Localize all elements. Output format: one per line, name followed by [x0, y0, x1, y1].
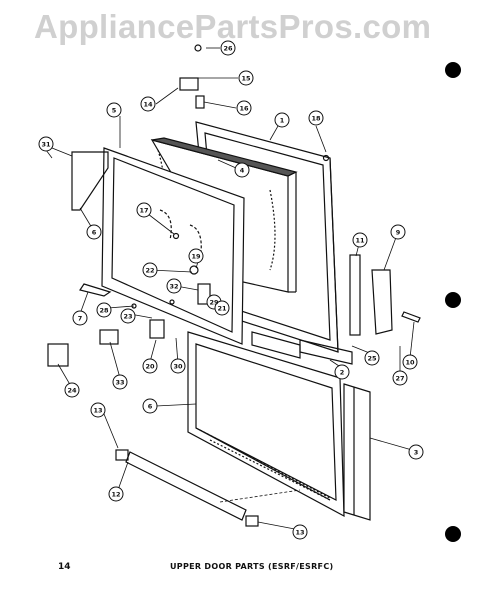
- callout-2-upper: 2: [340, 369, 345, 377]
- binder-hole-bottom: [445, 526, 461, 542]
- callout-33: 33: [115, 379, 124, 387]
- callout-31: 31: [41, 141, 51, 149]
- inner-door-frame-part-5: [101, 147, 245, 345]
- callout-19: 19: [191, 253, 201, 261]
- callout-4: 4: [240, 167, 245, 175]
- callout-10: 10: [405, 359, 415, 367]
- diagram-title: UPPER DOOR PARTS (ESRF/ESRFC): [170, 562, 334, 571]
- handle-part-9: [371, 269, 393, 335]
- callout-6-top: 6: [92, 229, 97, 237]
- small-strip-part-7: [79, 283, 112, 297]
- bottom-strip-part-12: [125, 451, 247, 521]
- watermark-text: AppliancePartsPros.com: [34, 8, 432, 45]
- callout-13-bottom: 13: [295, 529, 304, 537]
- callout-29: 29: [209, 299, 219, 307]
- small-strip-part-10: [401, 311, 421, 323]
- callout-21: 21: [217, 305, 227, 313]
- callout-3: 3: [414, 449, 419, 457]
- page-number: 14: [58, 562, 71, 572]
- door-liner-part-8: [187, 331, 345, 518]
- callout-13-top: 13: [93, 407, 102, 415]
- callout-7: 7: [78, 315, 83, 323]
- side-panel-part-3: [343, 383, 371, 521]
- callout-22: 22: [145, 267, 154, 275]
- binder-hole-middle: [445, 292, 461, 308]
- callout-20: 20: [145, 363, 155, 371]
- gasket-left-part-6: [71, 151, 109, 211]
- callout-26: 26: [223, 45, 233, 53]
- callout-28: 28: [99, 307, 109, 315]
- binder-hole-top: [445, 62, 461, 78]
- callout-6-bottom: 6: [148, 403, 153, 411]
- trim-strip-part-2-upper: [299, 339, 353, 365]
- callout-23: 23: [123, 313, 132, 321]
- callout-5: 5: [112, 107, 117, 115]
- callout-32: 32: [169, 283, 178, 291]
- callout-9: 9: [396, 229, 401, 237]
- callout-18: 18: [311, 115, 321, 123]
- strip-part-25: [251, 331, 301, 359]
- callout-11: 11: [355, 237, 365, 245]
- callout-16: 16: [239, 105, 249, 113]
- callout-17: 17: [139, 207, 148, 215]
- callout-25: 25: [367, 355, 377, 363]
- callout-24: 24: [67, 387, 77, 395]
- callout-14: 14: [143, 101, 153, 109]
- callout-27: 27: [395, 375, 404, 383]
- callout-30: 30: [173, 363, 183, 371]
- callout-12: 12: [111, 491, 120, 499]
- handle-bracket-part-11: [349, 254, 361, 336]
- callout-15: 15: [241, 75, 251, 83]
- callout-circles: [38, 40, 424, 540]
- callout-1: 1: [280, 117, 285, 125]
